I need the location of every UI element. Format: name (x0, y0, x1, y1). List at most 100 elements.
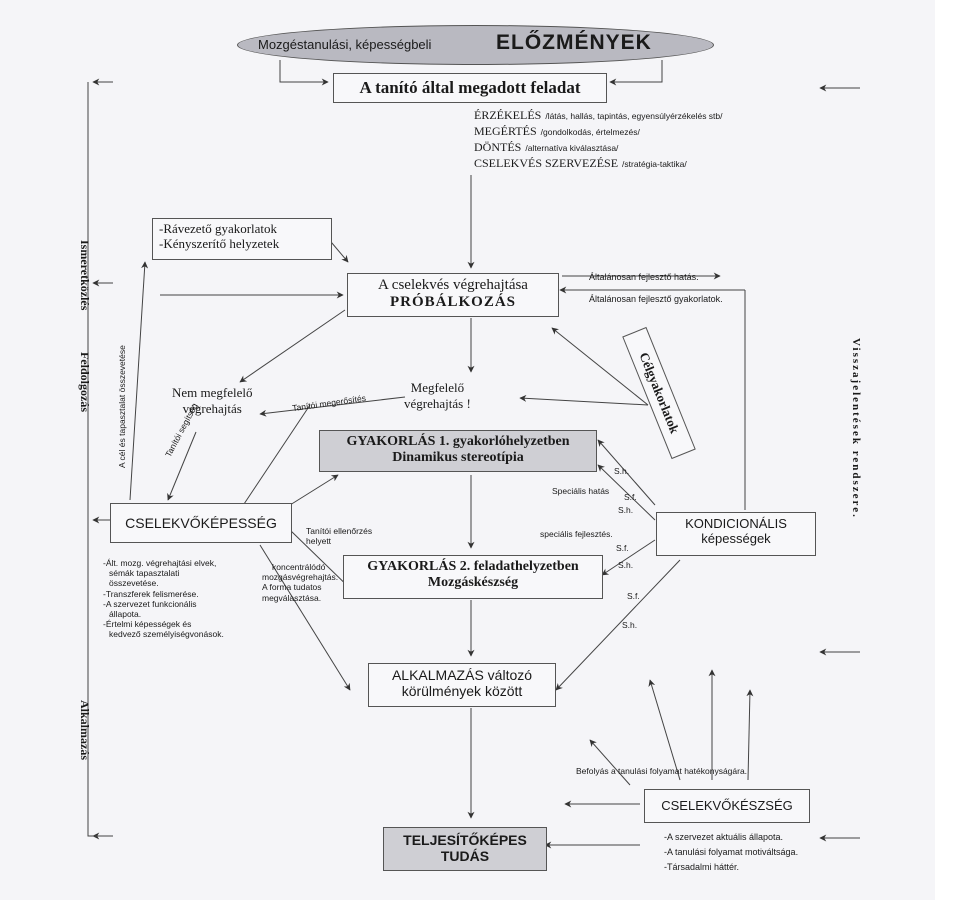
step-word: CSELEKVÉS SZERVEZÉSE (474, 156, 619, 170)
step-word: DÖNTÉS (474, 140, 522, 154)
flow-skill-up-1 (589, 739, 631, 786)
general-exercises: Általánosan fejlesztő gyakorlatok. (589, 294, 723, 304)
attempt-line-2: PRÓBÁLKOZÁS (389, 294, 517, 311)
task-title: A tanító által megadott feladat (359, 78, 581, 97)
apply-line-2: körülmények között (401, 683, 523, 700)
flow-apply-to-cond (555, 559, 681, 691)
flow-targeted-to-attempt (551, 327, 649, 406)
special-effect-label: Speciális hatás (552, 486, 610, 496)
left-margin-bracket (87, 82, 112, 837)
practice1-line-2: Dinamikus stereotípia (392, 450, 524, 466)
ability-note: állapota. (109, 608, 142, 619)
practice1-box: GYAKORLÁS 1. gyakorlóhelyzetben Dinamiku… (319, 430, 597, 472)
flow-header-left (279, 60, 329, 86)
sf-label-1: S.f. (624, 492, 637, 502)
skill-note: -A tanulási folyamat motiváltsága. (664, 846, 799, 857)
skill-influence: Befolyás a tanulási folyamat hatékonyság… (576, 766, 748, 776)
conditional-line-1: KONDICIONÁLIS (685, 516, 787, 531)
sh-label-1: S.h. (614, 466, 630, 476)
paper-edge (935, 0, 960, 900)
step-word: ÉRZÉKELÉS (474, 108, 542, 122)
practice2-line-1: GYAKORLÁS 2. feladathelyzetben (367, 559, 579, 574)
ability-note: -Ált. mozg. végrehajtási elvek, (103, 558, 217, 568)
control-line: koncentrálódó (272, 562, 326, 572)
sh-label-3: S.h. (618, 560, 634, 570)
control-line: A forma tudatos (262, 582, 322, 593)
step-note: /alternatíva kiválasztása/ (525, 143, 619, 153)
step-note: /stratégia-taktika/ (622, 159, 687, 169)
skill-title: CSELEKVŐKÉSZSÉG (661, 798, 793, 813)
ability-note: összevetése. (109, 578, 159, 589)
flow-targeted-to-good (519, 394, 649, 406)
ability-box: CSELEKVŐKÉPESSÉG (110, 503, 292, 543)
bad-outcome: Nem megfelelő végrehajtás (172, 385, 253, 416)
conditional-box: KONDICIONÁLIS képességek (656, 512, 816, 556)
guided-line-2: -Kényszerítő helyzetek (159, 235, 280, 251)
flow-p2-to-cond (601, 539, 656, 576)
sh-label-4: S.h. (622, 620, 638, 630)
phase-knowledge: Ismeretközlés (78, 240, 92, 311)
flow-ability-to-p1 (289, 474, 339, 506)
result-line-2: TUDÁS (440, 848, 490, 865)
step-note: /gondolkodás, értelmezés/ (540, 127, 640, 137)
result-line-1: TELJESÍTŐKÉPES (403, 832, 527, 848)
apply-line-1: ALKALMAZÁS változó (391, 667, 533, 683)
phase-processing: Feldolgozás (78, 352, 92, 412)
flow-ability-to-good (239, 404, 311, 511)
flow-ability-to-guided (129, 261, 149, 501)
skill-box: CSELEKVŐKÉSZSÉG (644, 789, 810, 823)
header-title: ELŐZMÉNYEK (496, 31, 652, 54)
ability-title: CSELEKVŐKÉPESSÉG (125, 515, 277, 531)
flow-p1-to-cond (597, 439, 656, 506)
flow-ability-to-apply (259, 544, 351, 691)
attempt-box: A cselekvés végrehajtása PRÓBÁLKOZÁS (347, 273, 559, 317)
control-line: Tanítói ellenőrzés (306, 526, 373, 536)
guided-line-1: -Rávezető gyakorlatok (159, 221, 278, 236)
skill-note: -A szervezet aktuális állapota. (664, 832, 784, 842)
apply-box: ALKALMAZÁS változó körülmények között (368, 663, 556, 707)
task-step-2: MEGÉRTÉS /gondolkodás, értelmezés/ (474, 122, 640, 140)
sf-label-3: S.f. (627, 591, 640, 601)
ability-notes: -Ált. mozg. végrehajtási elvek, sémák ta… (103, 558, 224, 640)
flow-skill-up-2 (648, 679, 681, 781)
control-notes-2: koncentrálódó mozgásvégrehajtás. A forma… (262, 562, 338, 603)
good-outcome-line-2: végrehajtás ! (404, 395, 471, 411)
flow-skill-up-4 (746, 689, 754, 781)
skill-notes: -A szervezet aktuális állapota. -A tanul… (664, 832, 798, 872)
compare-label: A cél és tapasztalat összevetése (117, 345, 127, 468)
bad-outcome-line-2: végrehajtás (182, 400, 242, 416)
task-step-3: DÖNTÉS /alternatíva kiválasztása/ (474, 138, 618, 156)
ability-note: -Értelmi képességek és (103, 619, 192, 630)
special-dev-label: speciális fejlesztés. (540, 529, 613, 539)
skill-note: -Társadalmi háttér. (664, 861, 740, 872)
flow-good-to-bad (259, 396, 406, 417)
flow-bad-to-ability (167, 431, 197, 501)
practice2-box: GYAKORLÁS 2. feladathelyzetben Mozgáskés… (343, 555, 603, 599)
result-box: TELJESÍTŐKÉPES TUDÁS (383, 827, 547, 871)
ability-note: -A szervezet funkcionális (103, 598, 197, 609)
conditional-line-2: képességek (701, 530, 771, 546)
header-prefix: Mozgéstanulási, képességbeli (258, 37, 432, 52)
control-line: mozgásvégrehajtás. (262, 572, 339, 583)
practice2-line-2: Mozgáskészség (427, 575, 519, 591)
phase-application: Alkalmazás (78, 700, 92, 760)
step-note: /látás, hallás, tapintás, egyensúlyérzék… (545, 111, 723, 121)
phase-feedback: Visszajelentések rendszere. (850, 338, 862, 519)
good-outcome: Megfelelő végrehajtás ! (404, 380, 471, 411)
flow-header-right (609, 60, 663, 86)
ability-note: -Transzferek felismerése. (103, 588, 199, 599)
general-effect: Általánosan fejlesztő hatás. (589, 272, 699, 282)
ability-note: kedvező személyiségvonások. (109, 629, 224, 640)
attempt-line-1: A cselekvés végrehajtása (378, 277, 528, 293)
task-box: A tanító által megadott feladat (333, 73, 607, 103)
sf-label-2: S.f. (616, 543, 629, 553)
sh-label-2: S.h. (618, 505, 634, 515)
ability-note: sémák tapasztalati (109, 568, 180, 579)
good-outcome-line-1: Megfelelő (410, 380, 465, 395)
control-line: helyett (306, 536, 332, 547)
guided-box: -Rávezető gyakorlatok -Kényszerítő helyz… (152, 218, 332, 260)
practice1-line-1: GYAKORLÁS 1. gyakorlóhelyzetben (346, 434, 570, 449)
task-step-4: CSELEKVÉS SZERVEZÉSE /stratégia-taktika/ (474, 154, 687, 172)
